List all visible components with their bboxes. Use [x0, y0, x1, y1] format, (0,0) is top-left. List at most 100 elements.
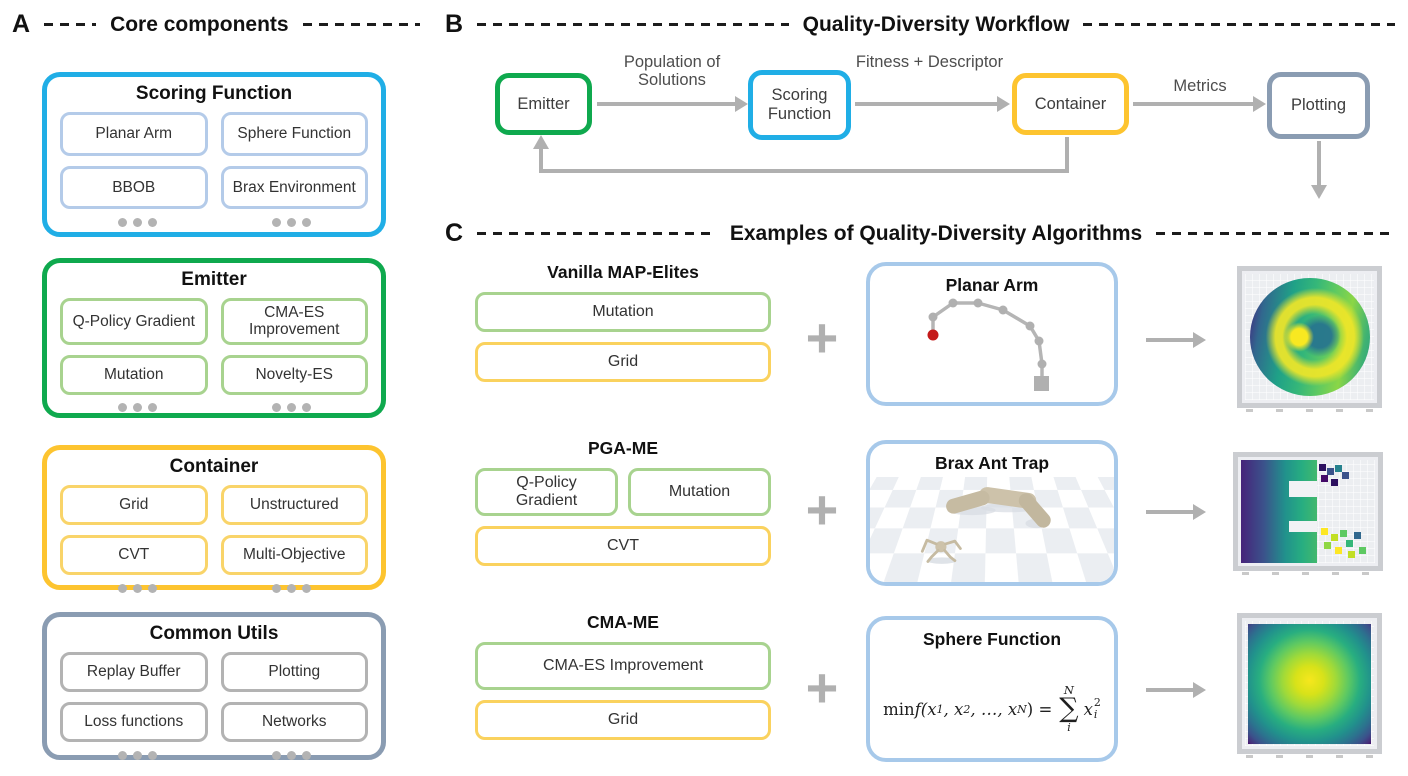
chip: Grid	[475, 700, 771, 740]
chip: Mutation	[60, 354, 208, 395]
ellipsis-icon	[214, 402, 368, 414]
planar-arm-diagram	[927, 298, 1049, 391]
workflow-node-emitter: Emitter	[495, 73, 592, 135]
example-card-brax-ant-trap: Brax Ant Trap	[866, 440, 1118, 586]
chip: Replay Buffer	[60, 652, 208, 692]
chip: Mutation	[475, 292, 771, 332]
ellipsis-icon	[214, 216, 368, 228]
chip: Networks	[220, 702, 368, 742]
brax-ant-trap-render	[870, 477, 1114, 582]
workflow-node-container: Container	[1012, 73, 1129, 135]
ellipsis-icon	[60, 582, 214, 594]
panel-b-label: B	[445, 10, 464, 38]
archive-plot-planar-arm	[1237, 266, 1382, 412]
component-card-common-utils: Common Utils Replay Buffer Plotting Loss…	[42, 612, 386, 760]
panel-b-title: Quality-Diversity Workflow	[802, 12, 1070, 36]
panel-c-header: C Examples of Quality-Diversity Algorith…	[445, 219, 1395, 248]
edge-label-metrics: Metrics	[1173, 77, 1227, 95]
dash-line	[1083, 23, 1395, 26]
plus-icon: +	[805, 478, 839, 541]
example-title: Sphere Function	[922, 629, 1062, 649]
arrow-right-icon	[855, 96, 1010, 112]
ellipsis-icon	[60, 216, 214, 228]
arrow-right-icon	[1133, 96, 1266, 112]
chip: Grid	[475, 342, 771, 382]
chip: BBOB	[60, 165, 208, 209]
panel-a-header: A Core components	[12, 10, 420, 39]
chip: CMA-ES Improvement	[475, 642, 771, 690]
chip: Sphere Function	[220, 112, 368, 156]
chip: CVT	[475, 526, 771, 566]
archive-plot-sphere	[1237, 613, 1382, 758]
panel-a-label: A	[12, 10, 31, 38]
chip: CMA-ES Improvement	[220, 298, 368, 345]
plus-icon: +	[805, 656, 839, 719]
axis-ticks	[1246, 755, 1373, 758]
chip: Q-Policy Gradient	[60, 298, 208, 345]
chip: Mutation	[628, 468, 771, 516]
arrow-right-icon	[1146, 332, 1206, 348]
archive-plot-ant-trap	[1233, 452, 1383, 575]
chip: Q-Policy Gradient	[475, 468, 618, 516]
dash-line	[44, 23, 97, 26]
chip-grid: Replay Buffer Plotting Loss functions Ne…	[60, 652, 368, 742]
empty-notch	[1289, 480, 1318, 498]
ellipsis-icon	[60, 749, 214, 761]
end-effector-dot	[927, 329, 939, 341]
algorithm-block-cma-me: CMA-ME CMA-ES Improvement Grid	[475, 612, 771, 740]
chip: Planar Arm	[60, 112, 208, 156]
axis-ticks	[1246, 409, 1373, 412]
plus-icon: +	[805, 306, 839, 369]
example-card-planar-arm: Planar Arm	[866, 262, 1118, 406]
chip: Unstructured	[220, 485, 368, 525]
arrow-right-icon	[1146, 504, 1206, 520]
component-card-scoring-function: Scoring Function Planar Arm Sphere Funct…	[42, 72, 386, 237]
component-card-container: Container Grid Unstructured CVT Multi-Ob…	[42, 445, 386, 593]
card-title: Scoring Function	[135, 83, 293, 104]
arrow-right-icon	[1146, 682, 1206, 698]
dash-line	[1156, 232, 1395, 235]
edge-label-population: Population of Solutions	[623, 53, 721, 90]
ellipsis-icon	[214, 582, 368, 594]
workflow-node-plotting: Plotting	[1267, 72, 1370, 139]
card-title: Emitter	[181, 269, 247, 290]
dash-line	[302, 23, 420, 26]
component-card-emitter: Emitter Q-Policy Gradient CMA-ES Improve…	[42, 258, 386, 418]
summation-icon: N ∑ i	[1059, 682, 1079, 734]
chip: Novelty-ES	[220, 354, 368, 395]
viridis-square	[1247, 623, 1372, 744]
card-title: Container	[169, 456, 259, 477]
chip-grid: Q-Policy Gradient CMA-ES Improvement Mut…	[60, 298, 368, 395]
panel-c-title: Examples of Quality-Diversity Algorithms	[729, 221, 1143, 245]
algorithm-block-pga-me: PGA-ME Q-Policy Gradient Mutation CVT	[475, 438, 771, 566]
chip-grid: Planar Arm Sphere Function BBOB Brax Env…	[60, 112, 368, 209]
viridis-disk	[1250, 277, 1371, 397]
ellipsis-icon	[214, 749, 368, 761]
card-title: Common Utils	[149, 623, 279, 644]
dash-line	[477, 232, 716, 235]
arrow-right-icon	[597, 96, 748, 112]
viridis-fill	[1241, 460, 1318, 563]
chip: Loss functions	[60, 702, 208, 742]
empty-notch	[1289, 520, 1318, 533]
algorithm-title: Vanilla MAP-Elites	[547, 262, 699, 282]
panel-b-header: B Quality-Diversity Workflow	[445, 10, 1395, 39]
example-title: Brax Ant Trap	[934, 453, 1050, 473]
dash-line	[477, 23, 789, 26]
algorithm-title: PGA-ME	[588, 438, 658, 458]
chip: CVT	[60, 535, 208, 575]
algorithm-block-vanilla-map-elites: Vanilla MAP-Elites Mutation Grid	[475, 262, 771, 382]
axis-ticks	[1242, 572, 1374, 575]
chip: Plotting	[220, 652, 368, 692]
ellipsis-icon	[60, 402, 214, 414]
edge-label-fitness-descriptor: Fitness + Descriptor	[855, 53, 1004, 71]
panel-a-title: Core components	[110, 12, 289, 36]
chip: Multi-Objective	[220, 535, 368, 575]
algorithm-title: CMA-ME	[587, 612, 659, 632]
chip: Grid	[60, 485, 208, 525]
example-title: Planar Arm	[945, 275, 1039, 295]
panel-c-label: C	[445, 219, 464, 247]
